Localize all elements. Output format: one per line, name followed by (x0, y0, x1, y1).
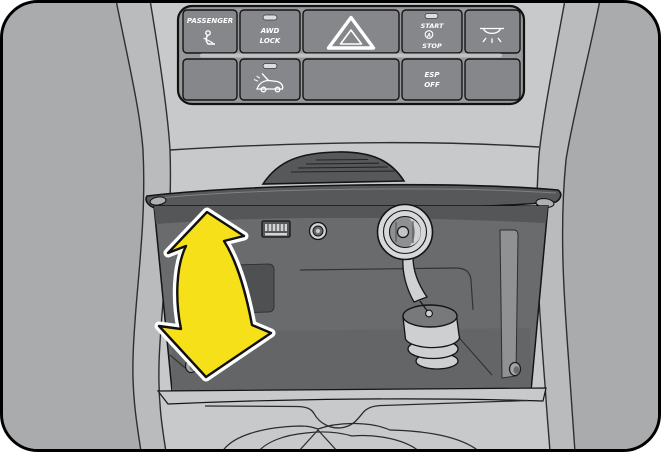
power-liftgate-button (239, 58, 301, 101)
power-outlet-12v (376, 203, 434, 303)
left-trim-band (116, 3, 171, 449)
svg-text:A: A (426, 33, 431, 39)
start-stop-indicator-lamp (424, 13, 439, 19)
blank-button-1 (182, 58, 238, 101)
outlet-crescent-highlight (409, 218, 421, 247)
back-wall-recess-line (299, 267, 474, 311)
awd-lock-button (239, 9, 301, 54)
aux-jack (308, 221, 328, 241)
passenger-airbag-icon (203, 30, 215, 45)
lock-label: LOCK (260, 37, 281, 45)
console-notch (204, 399, 529, 429)
open-close-arrow (154, 207, 276, 382)
storage-lid (145, 151, 562, 212)
cap-tether (402, 256, 429, 303)
hazard-warning-button (302, 9, 400, 54)
interior-light-button (464, 9, 521, 54)
lower-console (156, 387, 547, 449)
cap-tether-pin (425, 309, 433, 318)
hazard-warning-triangle-icon (326, 15, 376, 50)
outlet-center-pin (396, 225, 410, 239)
usb-port (261, 220, 291, 238)
liftgate-indicator-lamp (262, 63, 278, 69)
blank-button-3 (464, 58, 521, 101)
interior-light-icon (480, 27, 504, 43)
right-wall-trim (499, 229, 519, 379)
auto-start-stop-icon: A (424, 30, 434, 39)
awd-label: AWD (260, 27, 280, 35)
power-liftgate-icon (253, 73, 284, 93)
awd-indicator-lamp (262, 14, 278, 21)
stop-label: STOP (422, 42, 442, 50)
lid-highlight (149, 188, 557, 200)
arrow-body (157, 210, 273, 379)
outlet-cap (402, 300, 461, 370)
panel-groove (200, 53, 502, 58)
passenger-label: PASSENGER (187, 17, 233, 25)
floor-bevel-right (454, 332, 493, 376)
off-label: OFF (424, 81, 440, 89)
shifter-trim-curves (223, 422, 477, 449)
lid-end-cap-left (149, 196, 167, 206)
blank-button-2 (302, 58, 400, 101)
esp-label: ESP (425, 71, 441, 79)
screw-hole-right (508, 361, 522, 377)
lid-grip-lines (290, 158, 397, 173)
switch-panel: PASSENGER AWD LOCK START A STOP (176, 4, 526, 106)
right-trim-band (536, 3, 600, 449)
compartment-top-shadow (154, 206, 548, 224)
start-label: START (421, 22, 444, 30)
esp-off-button (401, 58, 463, 101)
